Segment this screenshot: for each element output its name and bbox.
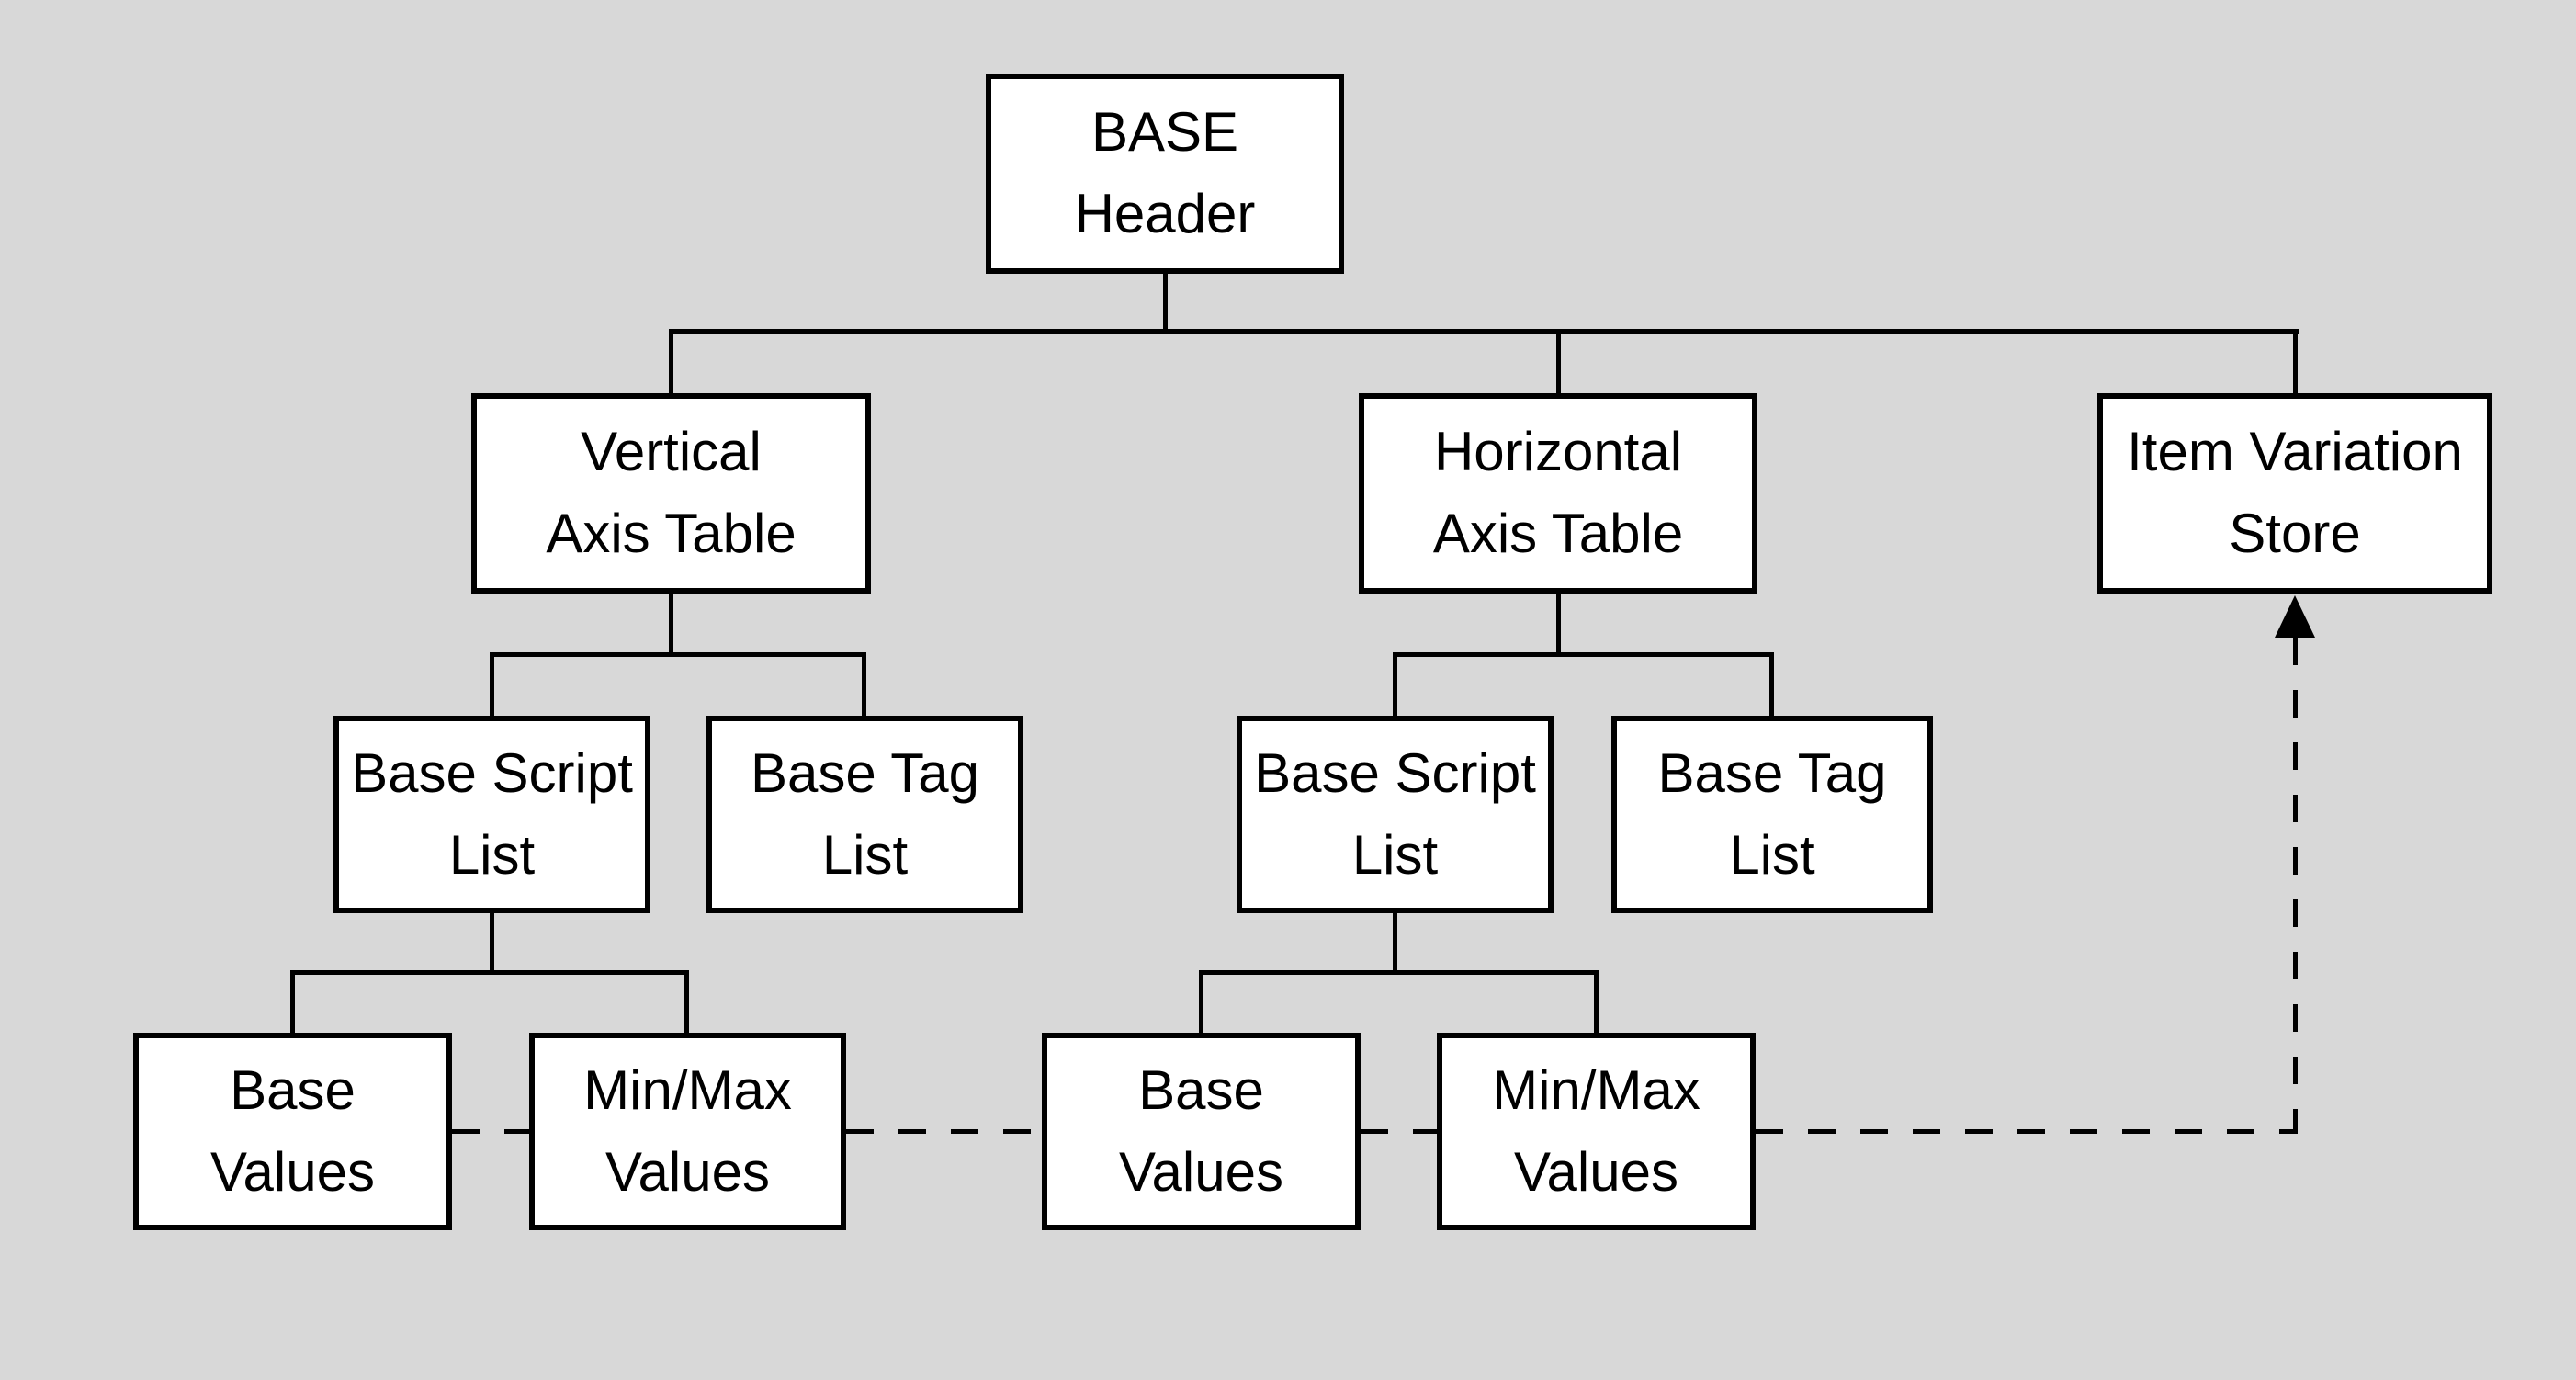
node-base-script-list-right: Base Script List — [1237, 716, 1554, 913]
node-label-line: List — [448, 823, 536, 886]
connector-drop-base-script-list-right — [1393, 652, 1397, 718]
connector-drop-base-script-list-left — [490, 652, 494, 718]
dashed-link-basevalues-left-minmax-left — [452, 1129, 529, 1134]
arrowhead-item-variation-store — [2275, 595, 2315, 638]
node-label-line: Axis Table — [546, 503, 797, 564]
connector-drop-vertical-axis-table — [669, 329, 673, 395]
connector-drop-base-tag-list-left — [862, 652, 866, 718]
node-label-line: Base Script — [1254, 741, 1536, 804]
connector-header-stub — [1163, 272, 1168, 334]
connector-drop-base-tag-list-right — [1769, 652, 1774, 718]
dashed-link-minmax-right-to-corner — [1756, 1129, 2298, 1134]
connector-level3-right-bus — [1199, 970, 1598, 975]
node-base-script-list-left: Base Script List — [333, 716, 650, 913]
node-base-header: BASE Header — [986, 74, 1344, 274]
node-horizontal-axis-table: Horizontal Axis Table — [1359, 393, 1757, 594]
node-label-line: Min/Max — [1492, 1058, 1700, 1121]
dashed-link-corner-to-item-variation-store — [2293, 638, 2298, 1134]
node-label-line: Values — [1118, 1140, 1283, 1203]
node-label-line: Axis Table — [1432, 503, 1684, 564]
node-label-line: Item Variation — [2127, 421, 2463, 483]
connector-drop-minmax-values-left — [684, 970, 689, 1036]
node-vertical-axis-table: Vertical Axis Table — [471, 393, 871, 594]
node-label-line: Vertical — [581, 421, 762, 483]
node-label-line: Base Tag — [1657, 741, 1887, 804]
connector-drop-base-values-right — [1199, 970, 1203, 1036]
connector-drop-base-values-left — [290, 970, 295, 1036]
node-label-line: Values — [1513, 1140, 1678, 1203]
connector-drop-horizontal-axis-table — [1556, 329, 1561, 395]
connector-vertical-axis-stub — [669, 592, 673, 656]
node-label-line: Store — [2229, 503, 2361, 564]
node-minmax-values-left: Min/Max Values — [529, 1033, 846, 1230]
node-base-tag-list-right: Base Tag List — [1611, 716, 1933, 913]
node-label-line: Base — [230, 1058, 356, 1121]
connector-drop-minmax-values-right — [1594, 970, 1599, 1036]
connector-base-script-left-stub — [490, 911, 494, 975]
dashed-link-minmax-left-basevalues-right — [846, 1129, 1042, 1134]
dashed-link-basevalues-right-minmax-right — [1361, 1129, 1437, 1134]
node-label-line: Values — [604, 1140, 770, 1203]
node-label-line: List — [1729, 823, 1815, 886]
node-label-line: Base Tag — [750, 741, 980, 804]
connector-horizontal-axis-stub — [1556, 592, 1561, 656]
node-minmax-values-right: Min/Max Values — [1437, 1033, 1756, 1230]
connector-level1-bus — [669, 329, 2299, 334]
node-label-line: Header — [1074, 183, 1256, 244]
node-label-line: BASE — [1090, 101, 1239, 164]
node-base-values-left: Base Values — [133, 1033, 452, 1230]
node-label-line: Values — [209, 1140, 375, 1203]
connector-level3-left-bus — [290, 970, 689, 975]
node-base-tag-list-left: Base Tag List — [706, 716, 1023, 913]
node-label-line: Horizontal — [1433, 421, 1683, 483]
node-base-values-right: Base Values — [1042, 1033, 1361, 1230]
node-item-variation-store: Item Variation Store — [2097, 393, 2492, 594]
node-label-line: Base Script — [351, 741, 633, 804]
connector-base-script-right-stub — [1393, 911, 1397, 975]
node-label-line: Base — [1138, 1058, 1264, 1121]
connector-drop-item-variation-store — [2293, 329, 2298, 395]
connector-level2-right-bus — [1393, 652, 1774, 657]
node-label-line: List — [1351, 823, 1439, 886]
connector-level2-left-bus — [490, 652, 866, 657]
node-label-line: List — [821, 823, 909, 886]
node-label-line: Min/Max — [583, 1058, 792, 1121]
